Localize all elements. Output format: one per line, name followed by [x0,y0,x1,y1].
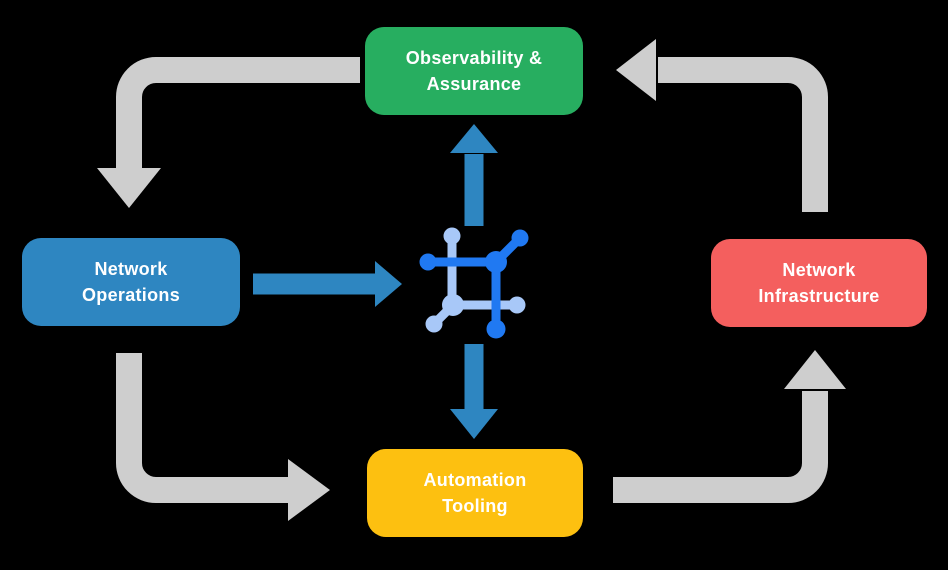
node-infrastructure-label: Network Infrastructure [758,259,880,306]
arrowhead-right [375,261,402,307]
flow-arrow-operations-to-hub [253,261,402,307]
hub-icon-dark-branches [419,229,529,339]
flow-arrow-hub-to-observability [450,124,498,226]
hub-icon-light-branches [425,227,526,333]
arrowhead-down [97,168,161,208]
node-observability-assurance: Observability & Assurance [365,27,583,115]
arrowhead-left [616,39,656,101]
node-network-operations: Network Operations [22,238,240,326]
cycle-arrow-automation-to-infrastructure [613,350,846,503]
node-operations-label: Network Operations [81,258,181,305]
node-automation-label: Automation Tooling [423,469,527,516]
cycle-arrow-infrastructure-to-observability [616,39,828,212]
node-automation-tooling: Automation Tooling [367,449,583,537]
arrowhead-down [450,409,498,439]
network-hub-icon [419,227,529,339]
cycle-arrow-operations-to-automation [116,353,330,521]
node-observability-label: Observability & Assurance [405,47,543,94]
arrowhead-right [288,459,330,521]
arrowhead-up [784,350,846,389]
node-network-infrastructure: Network Infrastructure [711,239,927,327]
flow-arrow-hub-to-automation [450,344,498,439]
arrowhead-up [450,124,498,153]
cycle-arrow-observability-to-operations [97,57,360,208]
